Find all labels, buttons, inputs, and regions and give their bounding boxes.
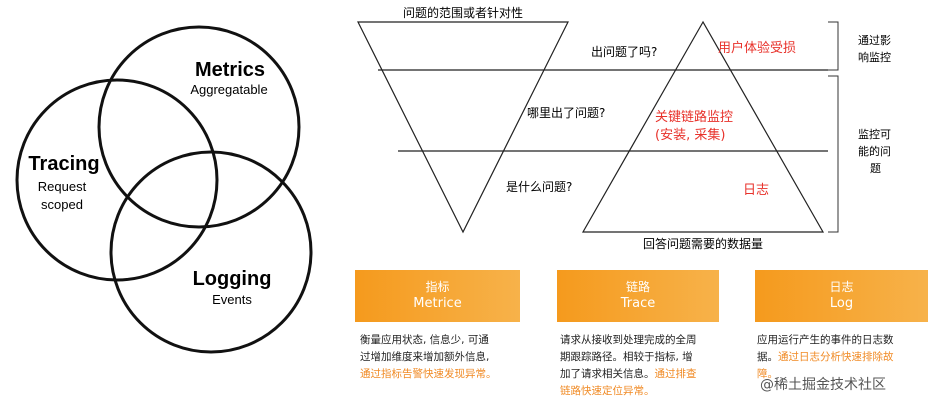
desc-log-highlight: 障。 — [757, 368, 778, 380]
desc-trace: 请求从接收到处理完成的全周 期跟踪路径。相较于指标, 增 加了请求相关信息。通过… — [560, 332, 730, 400]
side-label-1a: 通过影 — [858, 34, 891, 47]
question-2: 哪里出了问题? — [527, 106, 605, 120]
data-amount-label: 回答问题需要的数据量 — [643, 236, 763, 251]
desc-metrics: 衡量应用状态, 信息少, 可通 过增加维度来增加额外信息, 通过指标告警快速发现… — [360, 332, 530, 383]
card-trace-cn: 链路 — [625, 280, 650, 294]
tracing-circle — [15, 78, 219, 282]
question-1: 出问题了吗? — [591, 45, 657, 59]
desc-trace-line3-wrap: 加了请求相关信息。通过排查 — [560, 366, 730, 383]
card-metrics-cn: 指标 — [425, 280, 450, 294]
card-metrics: 指标 Metrice — [355, 270, 520, 322]
logging-subtitle: Events — [212, 292, 252, 307]
metrics-subtitle: Aggregatable — [190, 82, 267, 97]
bracket-1 — [828, 21, 839, 71]
card-trace-en: Trace — [620, 296, 656, 311]
side-label-2a: 监控可 — [858, 127, 891, 141]
side-label-1b: 响监控 — [858, 50, 891, 64]
tracing-subtitle-line1: Request — [38, 179, 87, 194]
tracing-title: Tracing — [28, 153, 99, 175]
bracket-2 — [828, 75, 839, 233]
desc-trace-line1: 请求从接收到处理完成的全周 — [560, 334, 697, 346]
desc-metrics-line1: 衡量应用状态, 信息少, 可通 — [360, 334, 489, 346]
desc-trace-line2: 期跟踪路径。相较于指标, 增 — [560, 351, 693, 363]
scope-label: 问题的范围或者针对性 — [403, 5, 523, 20]
inverted-triangle — [357, 21, 569, 234]
red-label-log: 日志 — [743, 183, 769, 198]
logging-circle — [109, 150, 313, 354]
desc-trace-inline-highlight: 通过排查 — [654, 368, 697, 380]
desc-log-inline-highlight: 通过日志分析快速排除故 — [778, 351, 894, 363]
desc-log: 应用运行产生的事件的日志数 据。通过日志分析快速排除故 障。 — [757, 332, 932, 383]
side-brackets — [828, 21, 839, 233]
card-trace: 链路 Trace — [557, 270, 719, 322]
desc-log-line2-wrap: 据。通过日志分析快速排除故 — [757, 349, 932, 366]
desc-trace-highlight: 链路快速定位异常。 — [560, 385, 655, 397]
desc-trace-line3: 加了请求相关信息。 — [560, 368, 655, 380]
red-label-key-link-2: (安装, 采集) — [655, 127, 725, 143]
desc-metrics-highlight: 通过指标告警快速发现异常。 — [360, 368, 497, 380]
side-label-2c: 题 — [870, 162, 881, 175]
desc-log-line1: 应用运行产生的事件的日志数 — [757, 334, 894, 346]
side-label-2b: 能的问 — [858, 144, 891, 158]
question-3: 是什么问题? — [506, 180, 572, 194]
venn-diagram — [15, 25, 313, 354]
card-log-cn: 日志 — [829, 280, 854, 294]
card-log: 日志 Log — [755, 270, 928, 322]
card-metrics-en: Metrice — [413, 296, 462, 311]
funnel-diagram — [357, 20, 828, 234]
red-label-user-experience: 用户体验受损 — [718, 40, 796, 56]
desc-log-line2: 据。 — [757, 351, 778, 363]
red-label-key-link-1: 关键链路监控 — [655, 109, 733, 125]
tracing-subtitle-line2: scoped — [41, 197, 83, 212]
watermark: @稀土掘金技术社区 — [760, 377, 886, 393]
metrics-title: Metrics — [195, 59, 265, 81]
upright-triangle — [581, 20, 825, 233]
logging-title: Logging — [193, 268, 272, 290]
metrics-circle — [97, 25, 301, 229]
card-log-en: Log — [829, 296, 854, 311]
desc-metrics-line2: 过增加维度来增加额外信息, — [360, 351, 490, 363]
